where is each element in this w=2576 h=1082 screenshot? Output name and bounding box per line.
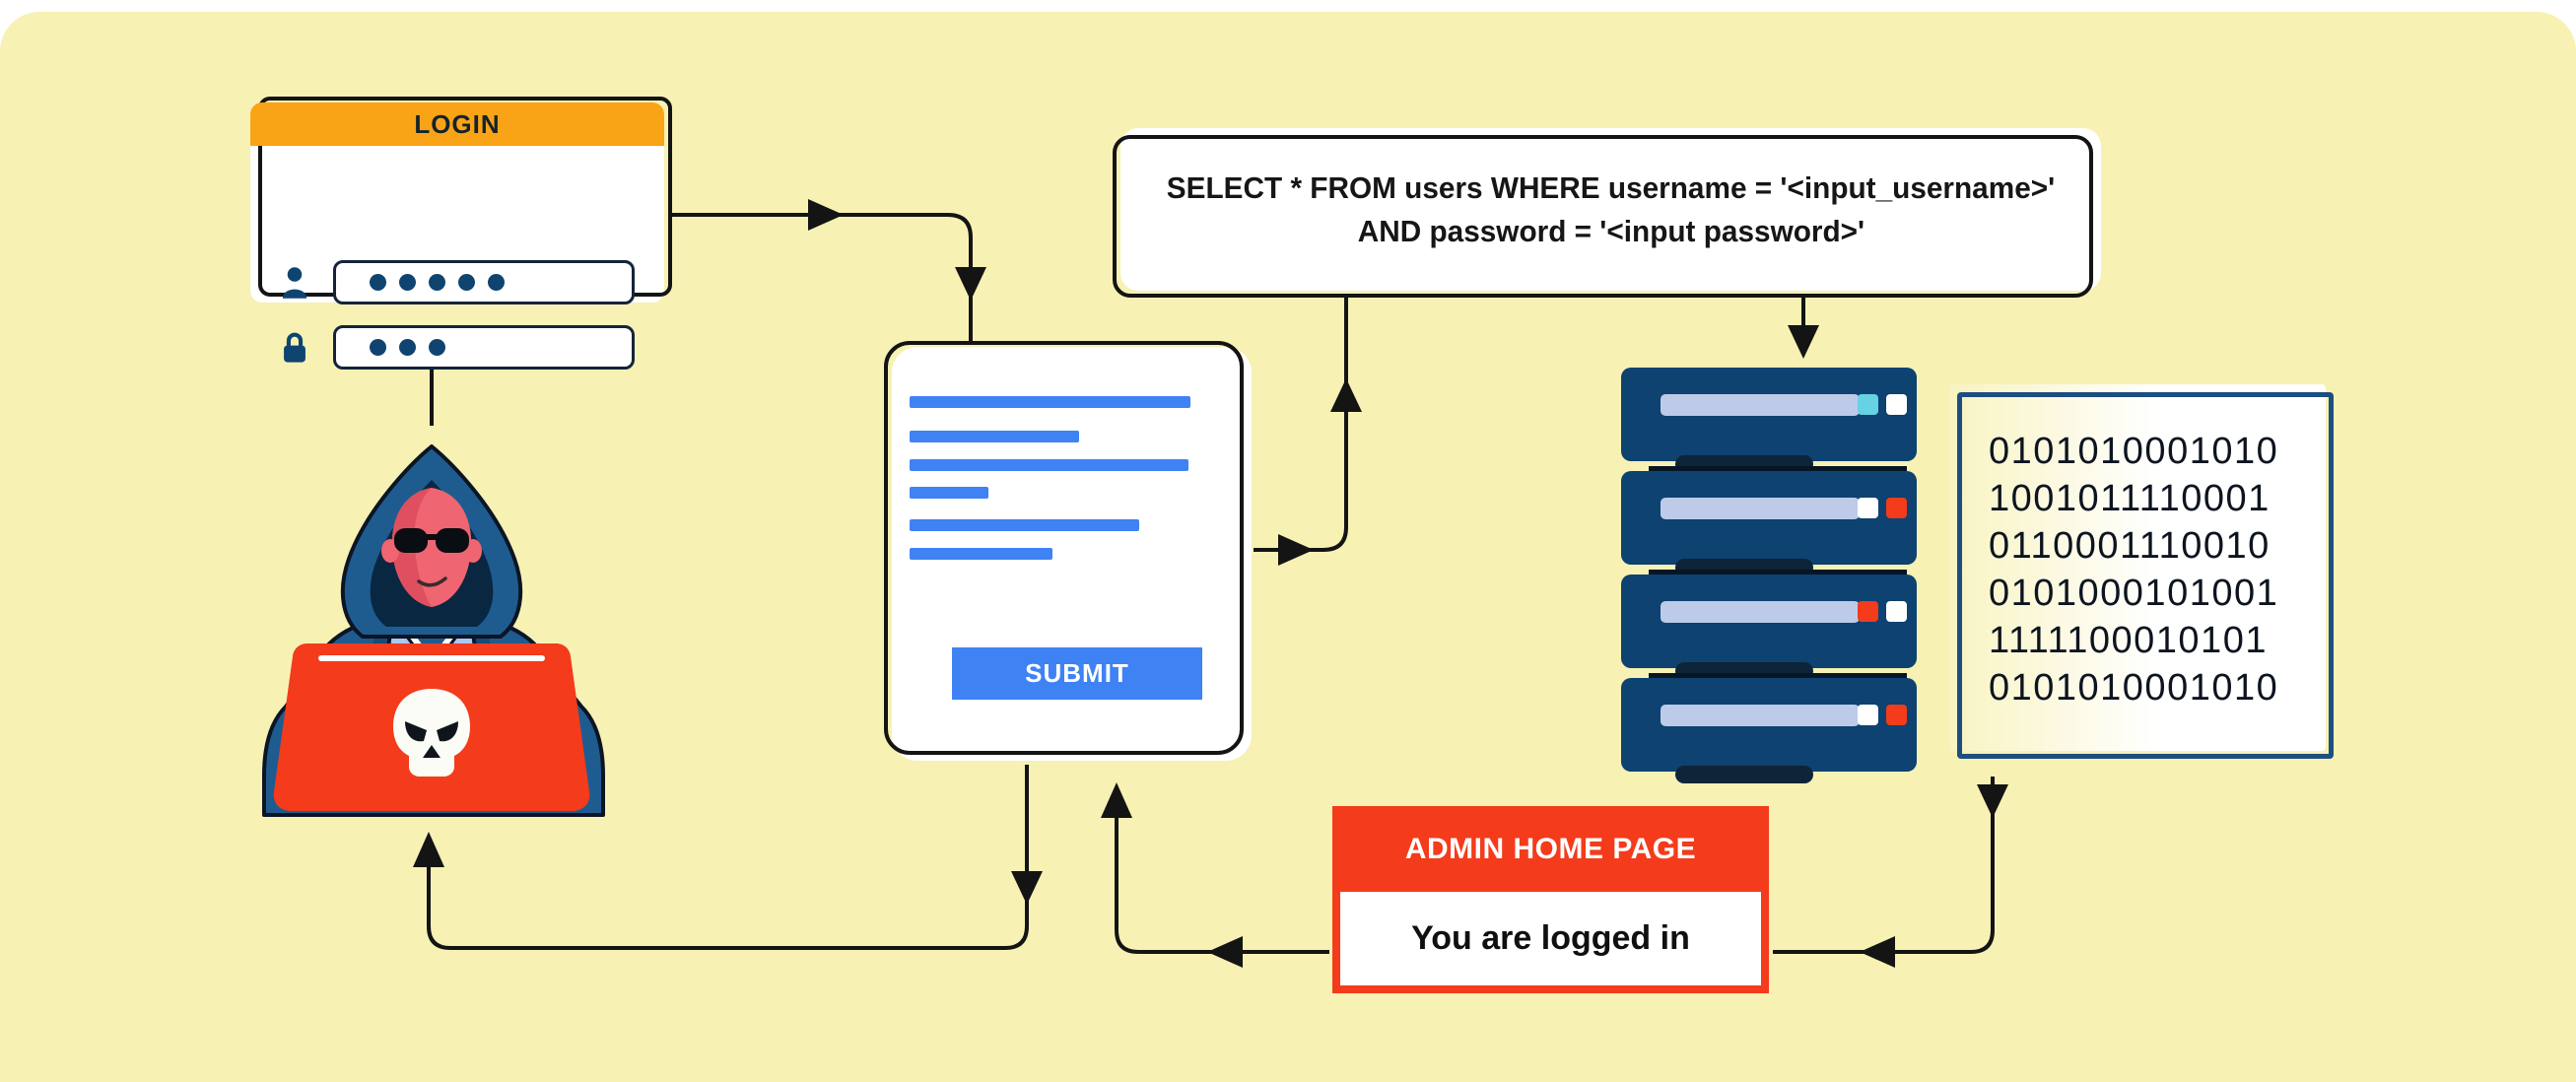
arrow-form-to-sql [1254, 294, 1348, 552]
arrow-login-to-form [670, 213, 973, 342]
server-unit [1621, 368, 1917, 461]
username-row [278, 260, 635, 304]
server-unit [1621, 678, 1917, 772]
form-text-line [910, 431, 1079, 442]
arrow-admin-to-form [1115, 800, 1329, 954]
webpage-form-card: SUBMIT [892, 347, 1252, 761]
sql-query-line2: AND password = '<input password>' [1357, 213, 1864, 248]
form-text-line [910, 459, 1188, 471]
login-card: LOGIN [250, 102, 664, 370]
status-light [1886, 394, 1907, 415]
binary-line: 0101000101001 [1989, 573, 2279, 614]
form-text-line [910, 396, 1190, 408]
status-light [1858, 705, 1878, 725]
database-server-stack [1621, 368, 1917, 783]
form-text-line [910, 548, 1052, 560]
skull-icon [393, 689, 470, 777]
admin-page-title: ADMIN HOME PAGE [1332, 806, 1769, 892]
arrow-form-to-hacker [427, 765, 1029, 950]
binary-line: 1001011110001 [1989, 478, 2271, 519]
server-unit [1621, 471, 1917, 565]
binary-data-panel: 0101010001010 1001011110001 011000111001… [1949, 384, 2326, 751]
username-field[interactable] [333, 260, 635, 304]
arrow-server-to-admin [1773, 777, 1995, 954]
sql-query-box: SELECT * FROM users WHERE username = '<i… [1120, 128, 2101, 291]
server-drive-slot [1661, 498, 1860, 519]
server-drive-slot [1661, 705, 1860, 726]
hacker-illustration [262, 444, 605, 817]
server-unit [1621, 575, 1917, 668]
server-drive-slot [1661, 394, 1860, 416]
form-text-line [910, 487, 988, 499]
server-foot [1675, 766, 1813, 783]
status-light [1858, 601, 1878, 622]
binary-line: 0110001110010 [1989, 525, 2271, 567]
logged-in-message: You are logged in [1411, 919, 1690, 957]
sunglasses-icon [394, 528, 469, 553]
status-light [1858, 394, 1878, 415]
binary-line: 0101010001010 [1989, 667, 2279, 709]
password-field[interactable] [333, 325, 635, 370]
submit-button[interactable]: SUBMIT [952, 647, 1202, 700]
binary-line: 1111100010101 [1989, 620, 2268, 661]
status-light [1886, 705, 1907, 725]
form-text-line [910, 519, 1139, 531]
admin-home-page-card: ADMIN HOME PAGE You are logged in [1332, 806, 1769, 993]
user-icon [282, 266, 307, 299]
password-row [278, 325, 635, 370]
login-card-title: LOGIN [250, 102, 664, 146]
status-light [1886, 498, 1907, 518]
sql-query-line1: SELECT * FROM users WHERE username = '<i… [1166, 169, 2056, 205]
status-light [1886, 601, 1907, 622]
lock-icon [284, 332, 305, 363]
server-drive-slot [1661, 601, 1860, 623]
binary-line: 0101010001010 [1989, 431, 2279, 472]
status-light [1858, 498, 1878, 518]
